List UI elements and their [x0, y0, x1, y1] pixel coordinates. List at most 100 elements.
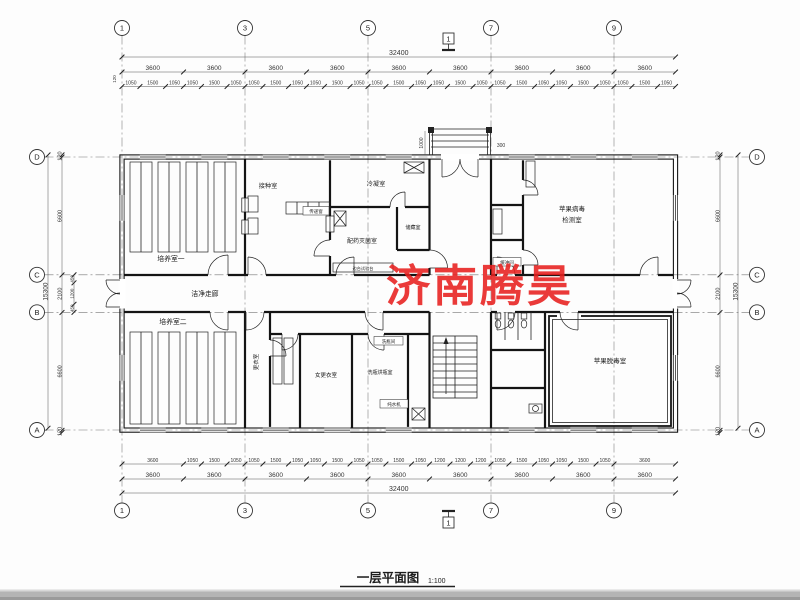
svg-text:A: A: [34, 426, 39, 435]
wall-offset-dim: 120: [112, 75, 117, 83]
dim-label: 1050: [169, 80, 180, 86]
dim-mark: [242, 461, 248, 467]
dim-mark: [119, 476, 125, 482]
dim-label: 1050: [310, 458, 321, 464]
dim-mark: [717, 152, 723, 158]
dim-mark: [365, 461, 371, 467]
dim-mark: [447, 461, 453, 467]
grid-bubble-left-C: C: [29, 266, 45, 283]
dim-mark: [285, 461, 292, 467]
dim-mark: [347, 461, 353, 467]
dim-mark: [672, 476, 679, 482]
label-pass-window: 传递窗: [309, 208, 323, 215]
room-labels: 培养室一 培养室二 接种室 冷凝室 配药灭菌室 苹果病毒 检测室 洁净走廊 更衣…: [157, 180, 627, 409]
label-condensation: 冷凝室: [367, 180, 386, 188]
dim-mark: [735, 152, 741, 158]
dim-mark: [242, 476, 248, 482]
dim-mark: [59, 427, 65, 434]
svg-text:7: 7: [489, 24, 493, 33]
dim-mark: [71, 309, 77, 316]
dim-mark: [408, 83, 415, 90]
dim-mark: [426, 476, 433, 482]
dim-mark: [59, 429, 65, 436]
dim-label: 1200: [475, 458, 486, 464]
grid-bubble-top-1: 1: [114, 20, 130, 36]
dim-mark: [285, 83, 292, 90]
dim-label: 3600: [269, 65, 284, 72]
water-purifier-unit: [411, 407, 426, 421]
dim-mark: [549, 461, 556, 467]
grid-bubble-left-B: B: [29, 304, 45, 321]
dim-label: 1050: [371, 80, 382, 86]
svg-text:D: D: [34, 153, 40, 162]
label-changing: 更衣室: [252, 353, 260, 370]
svg-text:7: 7: [489, 506, 493, 515]
dim-label: 2100: [715, 288, 721, 300]
dim-mark: [593, 83, 599, 90]
svg-text:1: 1: [120, 24, 124, 33]
dim-label: 120: [715, 151, 721, 160]
dim-mark: [224, 83, 230, 90]
dim-label: 1050: [494, 458, 505, 464]
dim-mark: [717, 429, 723, 436]
dim-label: 3600: [392, 472, 407, 479]
dim-mark: [303, 476, 310, 482]
grid-bubble-bottom-9: 9: [606, 502, 622, 519]
svg-text:1: 1: [120, 506, 124, 515]
dim-mark: [531, 461, 538, 467]
drawing-scale: 1:100: [428, 578, 446, 585]
grid-bubble-right-D: D: [749, 149, 765, 165]
dim-mark: [242, 83, 248, 90]
dim-label: 3600: [638, 472, 653, 479]
dim-label: 1200: [434, 458, 445, 464]
label-bench: 边台试验台: [353, 265, 374, 272]
grid-bubble-right-B: B: [749, 304, 765, 321]
dim-label: 1050: [599, 80, 610, 86]
dim-mark: [260, 83, 266, 90]
dim-label: 1050: [415, 80, 426, 86]
svg-text:B: B: [34, 308, 39, 317]
dim-mark: [162, 83, 169, 90]
label-bottle-washing: 洗瓶间: [382, 338, 396, 345]
window: [672, 195, 680, 221]
dim-mark: [119, 490, 125, 496]
dim-mark: [672, 461, 679, 467]
label-pure-water: 纯水机: [387, 401, 401, 408]
dim-mark: [654, 83, 661, 90]
dim-mark: [383, 461, 389, 467]
dim-label: 120: [57, 427, 63, 436]
pass-through-windows: [241, 197, 335, 235]
dim-mark: [365, 476, 371, 482]
bottom-bar: [0, 589, 800, 600]
label-buffer: 缓冲间: [500, 259, 514, 266]
dim-mark: [611, 476, 617, 482]
svg-text:D: D: [754, 153, 760, 162]
dim-label: 1500: [209, 458, 220, 464]
window: [672, 355, 680, 381]
dim-label: 1050: [230, 458, 241, 464]
label-women-changing: 女更衣室: [315, 371, 338, 379]
label-cultivation2: 培养室二: [159, 317, 186, 326]
dim-label: 3600: [207, 472, 222, 479]
dim-label: 1050: [371, 458, 382, 464]
dim-mark: [488, 476, 494, 482]
dim-mark: [426, 69, 433, 75]
dim-mark: [506, 461, 512, 467]
dim-label: 32400: [389, 50, 409, 57]
dim-mark: [303, 461, 310, 467]
dim-mark: [426, 461, 433, 467]
dim-label: 1050: [187, 80, 198, 86]
dim-mark: [717, 272, 723, 278]
dim-mark: [611, 69, 617, 75]
dim-label: 3600: [269, 472, 284, 479]
dim-label: 1500: [393, 80, 404, 86]
dim-label: 3600: [515, 472, 530, 479]
dim-mark: [180, 83, 187, 90]
dim-mark: [365, 69, 371, 75]
dim-label: 1050: [433, 80, 444, 86]
entrance-depth-dim: 1000: [419, 137, 425, 148]
label-virus-test-2: 检测室: [562, 215, 582, 224]
dim-label: 120: [57, 151, 63, 160]
